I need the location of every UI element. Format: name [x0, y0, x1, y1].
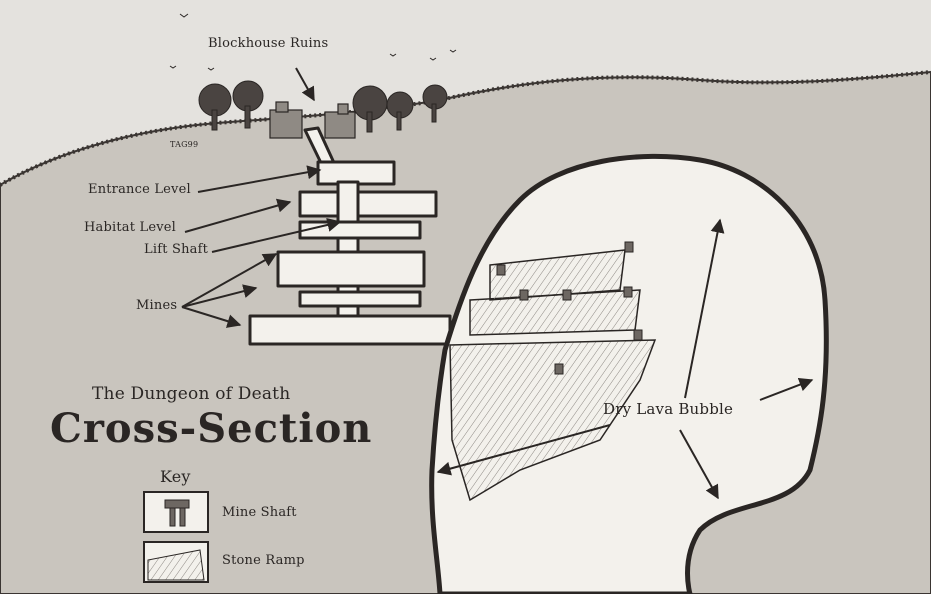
- map-subtitle: Cross-Section: [50, 405, 372, 452]
- map-title: The Dungeon of Death: [92, 384, 290, 404]
- mine-shaft-icon: [144, 492, 208, 532]
- key-heading: Key: [160, 467, 191, 486]
- key-item-mine-shaft: Mine Shaft: [222, 505, 297, 520]
- key-item-stone-ramp: Stone Ramp: [222, 553, 305, 568]
- blockhouse-ruins-label: Blockhouse Ruins: [208, 36, 328, 51]
- lift-shaft-label: Lift Shaft: [144, 242, 208, 257]
- mines-label: Mines: [136, 298, 177, 313]
- entrance-level-label: Entrance Level: [88, 182, 191, 197]
- artist-signature: TAG99: [170, 140, 198, 149]
- habitat-level-label: Habitat Level: [84, 220, 176, 235]
- stone-ramp-icon: [144, 542, 208, 582]
- dry-lava-bubble-label: Dry Lava Bubble: [603, 400, 733, 418]
